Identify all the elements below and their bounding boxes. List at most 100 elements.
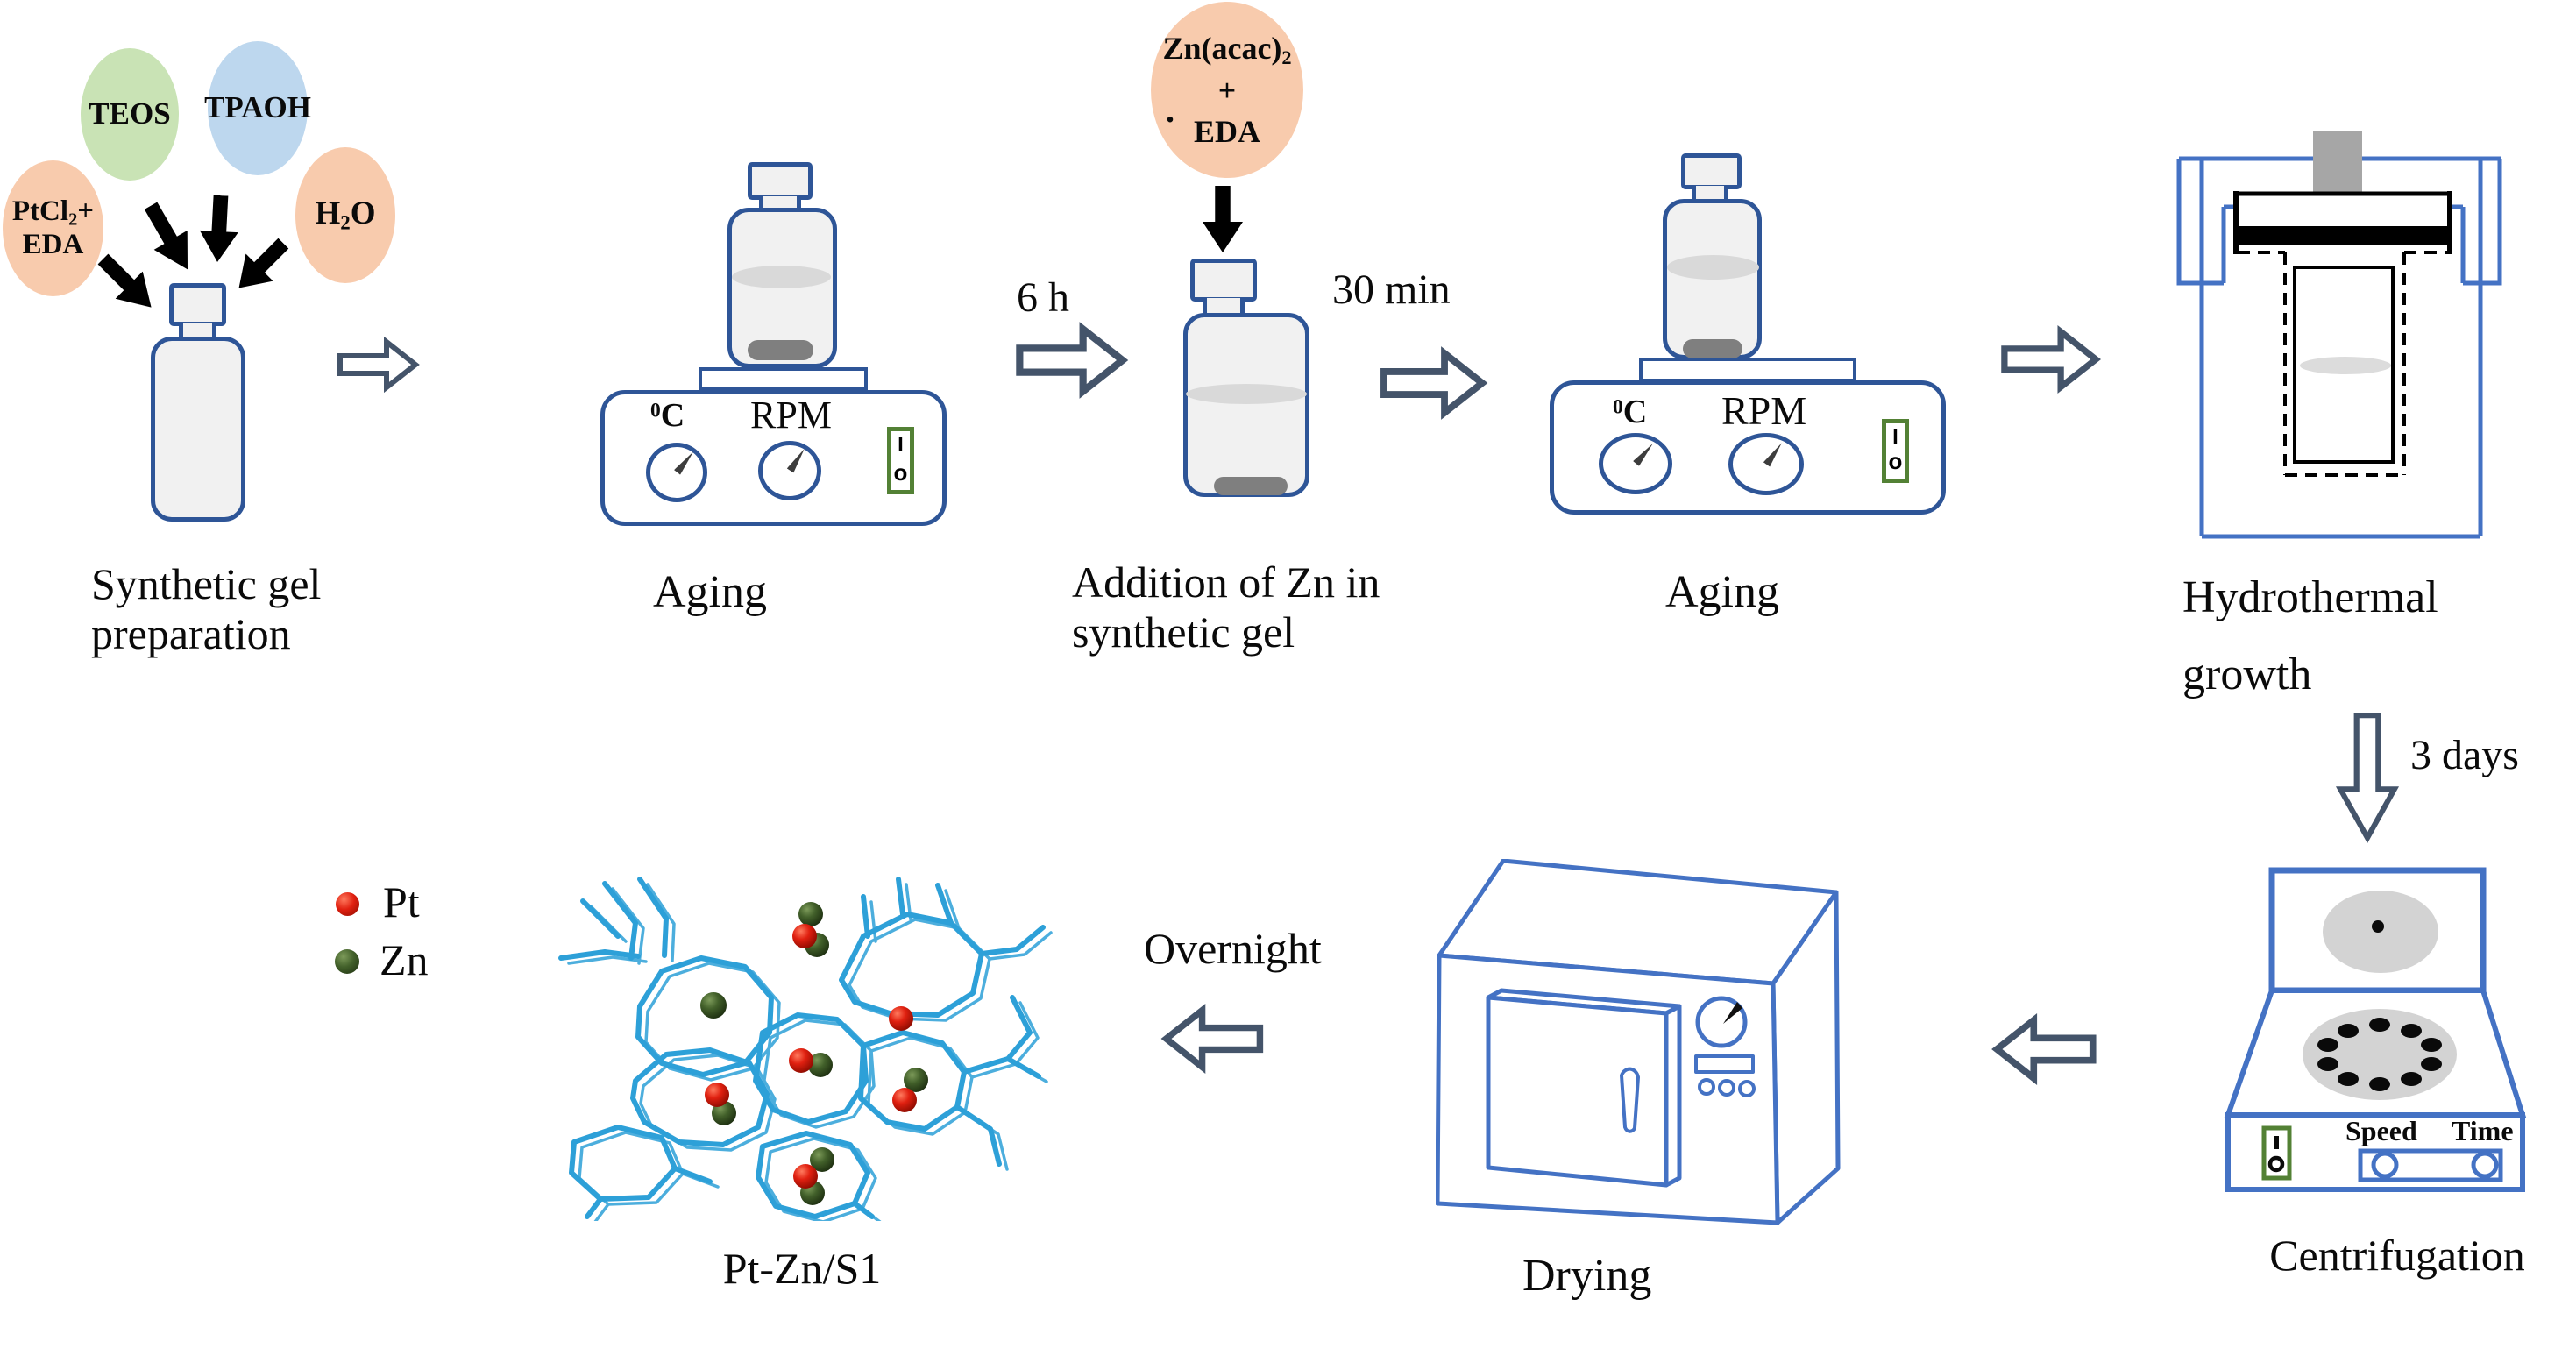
dial-needle bbox=[1763, 440, 1785, 466]
stirrer-platform bbox=[699, 367, 868, 391]
pt-atoms bbox=[705, 924, 917, 1189]
reagent-ellipse-ptcl2-eda: PtCl2+ EDA bbox=[3, 160, 103, 296]
zn-circle-line: EDA bbox=[1193, 113, 1260, 149]
lid-latch bbox=[2372, 920, 2384, 933]
stir-bar bbox=[748, 340, 813, 360]
dial-needle bbox=[787, 446, 808, 472]
switch-on-mark: I bbox=[1892, 425, 1898, 449]
zeolite-framework bbox=[558, 877, 1053, 1221]
reagent-label: H2O bbox=[315, 195, 376, 234]
dial-needle bbox=[1633, 441, 1656, 466]
oven-knob bbox=[1718, 1079, 1735, 1097]
aging-bottle-neck bbox=[1692, 186, 1728, 202]
zn-atoms bbox=[700, 902, 928, 1205]
rotor-holes bbox=[2317, 1018, 2442, 1091]
time-knob bbox=[2471, 1151, 2499, 1179]
flow-arrow-left-icon bbox=[1160, 1004, 1264, 1074]
liquid-level bbox=[2300, 357, 2391, 374]
autoclave-icon bbox=[2176, 131, 2502, 539]
temp-dial-label: 0C bbox=[650, 397, 685, 434]
centrifuge-icon bbox=[2224, 867, 2527, 1192]
zn-reagent-circle: Zn(acac)2 + EDA bbox=[1151, 2, 1303, 178]
dial-needle bbox=[1723, 1002, 1742, 1024]
stage-caption-drying: Drying bbox=[1522, 1251, 1652, 1301]
aging-bottle-cap bbox=[748, 162, 813, 200]
duration-label-3days: 3 days bbox=[2410, 732, 2519, 778]
legend-pt-label: Pt bbox=[383, 877, 420, 926]
stage-caption-hydrothermal: Hydrothermal bbox=[2182, 572, 2438, 622]
power-switch-icon[interactable]: I o bbox=[887, 427, 914, 494]
temperature-dial-icon[interactable] bbox=[646, 443, 707, 502]
reagent-label: EDA bbox=[22, 229, 84, 261]
black-arrow-icon bbox=[89, 245, 165, 321]
black-arrow-icon bbox=[198, 195, 240, 263]
power-switch-icon[interactable]: I o bbox=[1882, 419, 1909, 483]
zn-bottle-cap bbox=[1190, 259, 1257, 302]
reagent-ellipse-teos: TEOS bbox=[81, 48, 179, 181]
rpm-dial-icon[interactable] bbox=[1728, 433, 1804, 495]
oven-door bbox=[1486, 995, 1669, 1188]
temperature-dial-icon[interactable] bbox=[1599, 433, 1672, 494]
black-arrow-icon bbox=[1203, 186, 1243, 252]
switch-on-mark: I bbox=[898, 433, 904, 457]
oven-door-handle bbox=[1620, 1067, 1640, 1133]
flow-arrow-icon bbox=[1380, 346, 1488, 420]
legend-pt-icon bbox=[336, 892, 359, 916]
caption-line: synthetic gel bbox=[1072, 607, 1295, 657]
stray-period: . bbox=[1166, 90, 1174, 130]
zn-bottle-body bbox=[1183, 313, 1309, 497]
zn-circle-line: + bbox=[1217, 72, 1237, 108]
black-arrow-icon bbox=[225, 230, 297, 302]
gel-bottle-cap bbox=[169, 283, 226, 326]
gel-bottle-neck bbox=[179, 323, 216, 339]
duration-label-6h: 6 h bbox=[1017, 274, 1069, 321]
black-arrow-icon bbox=[134, 196, 204, 280]
stage-caption-aging2: Aging bbox=[1665, 567, 1779, 617]
time-label: Time bbox=[2452, 1115, 2514, 1146]
autoclave-knob bbox=[2313, 131, 2362, 195]
stage-caption-addition: Addition of Zn in synthetic gel bbox=[1072, 557, 1380, 657]
duration-label-30min: 30 min bbox=[1332, 266, 1451, 313]
speed-knob bbox=[2371, 1151, 2399, 1179]
oven-knob bbox=[1698, 1078, 1715, 1096]
stir-bar bbox=[1683, 339, 1742, 358]
reagent-ellipse-h2o: H2O bbox=[295, 147, 395, 283]
speed-label: Speed bbox=[2345, 1115, 2417, 1146]
zn-circle-line: Zn(acac)2 bbox=[1162, 30, 1292, 68]
legend-zn-icon bbox=[335, 949, 359, 974]
liquid-level bbox=[732, 266, 831, 288]
stage-caption-hydrothermal-2: growth bbox=[2182, 650, 2312, 699]
autoclave-lid bbox=[2236, 226, 2450, 245]
dial-needle bbox=[674, 450, 697, 475]
switch-off-mark: o bbox=[1888, 448, 1903, 474]
stage-caption-product: Pt-Zn/S1 bbox=[722, 1244, 882, 1293]
rpm-dial-label: RPM bbox=[1721, 388, 1807, 433]
stage-caption-aging1: Aging bbox=[653, 567, 767, 617]
reagent-label: TEOS bbox=[89, 96, 171, 131]
aging-bottle-cap bbox=[1681, 153, 1742, 189]
rpm-dial-label: RPM bbox=[750, 394, 832, 437]
liquid-level bbox=[1667, 255, 1759, 280]
flow-arrow-icon bbox=[2001, 324, 2101, 394]
caption-line: Synthetic gel bbox=[91, 559, 322, 608]
flow-arrow-icon bbox=[1016, 322, 1129, 399]
oven-display bbox=[1694, 1054, 1755, 1074]
flow-arrow-icon bbox=[337, 336, 420, 394]
temp-dial-label: 0C bbox=[1613, 394, 1648, 430]
gel-bottle-body bbox=[151, 337, 245, 522]
flow-arrow-left-icon bbox=[1991, 1013, 2097, 1085]
reagent-label: TPAOH bbox=[204, 90, 311, 125]
liquid-level bbox=[1186, 384, 1307, 404]
rpm-dial-icon[interactable] bbox=[758, 441, 821, 500]
stir-bar bbox=[1214, 477, 1288, 495]
drying-oven-icon bbox=[1436, 859, 1841, 1225]
reagent-label: PtCl2+ bbox=[11, 195, 95, 230]
switch-off-mark: o bbox=[893, 459, 908, 486]
oven-knob bbox=[1738, 1080, 1756, 1097]
stage-caption-gel: Synthetic gel preparation bbox=[91, 559, 321, 659]
stage-caption-centrifugation: Centrifugation bbox=[2269, 1231, 2525, 1280]
duration-label-overnight: Overnight bbox=[1144, 924, 1322, 973]
reagent-ellipse-tpaoh: TPAOH bbox=[204, 41, 311, 175]
caption-line: preparation bbox=[91, 609, 291, 658]
